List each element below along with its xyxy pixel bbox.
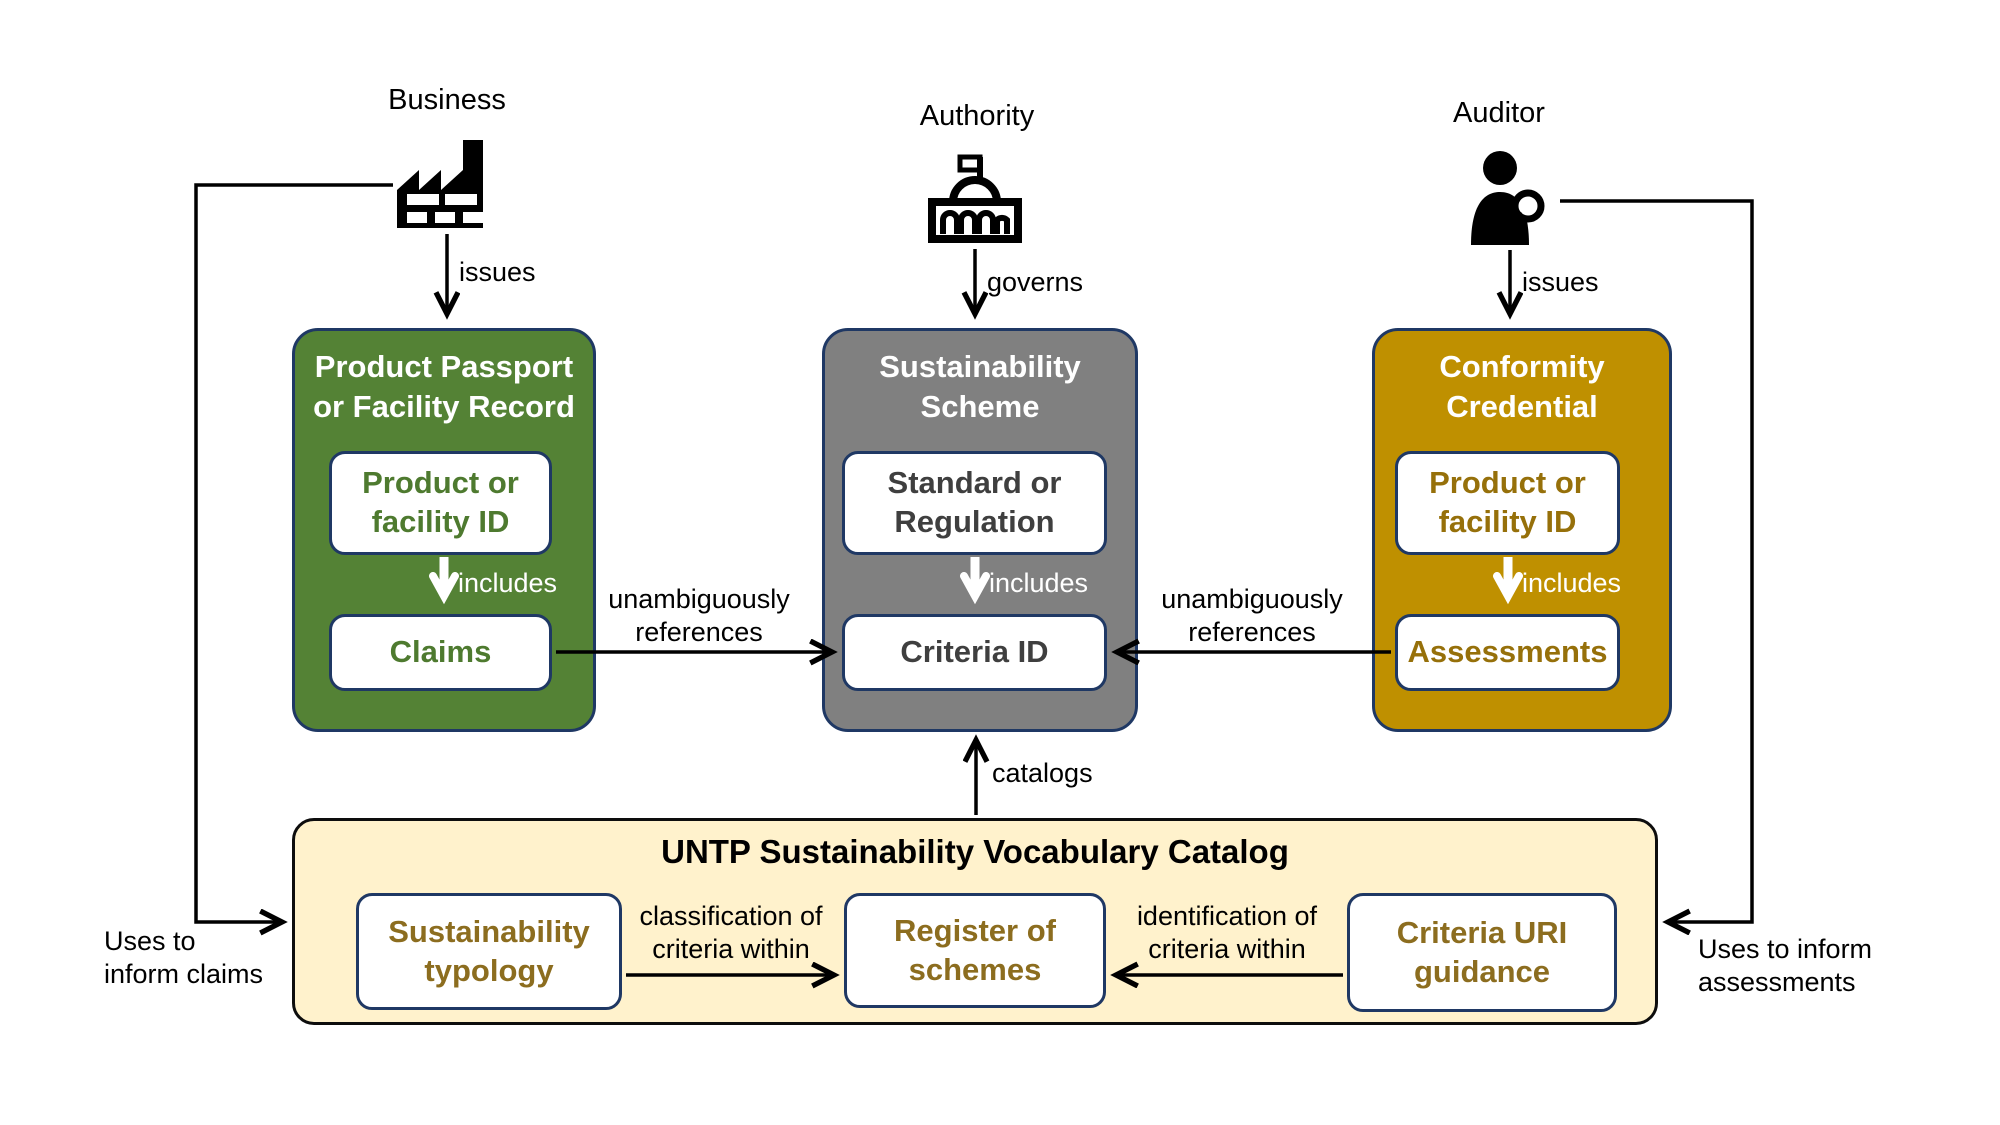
node-product-facility-id-passport: Product or facility ID <box>329 451 552 555</box>
edge-classification-label: classification of criteria within <box>639 901 823 964</box>
node-criteria-uri-guidance: Criteria URI guidance <box>1347 893 1617 1012</box>
government-icon <box>923 148 1027 246</box>
box-conformity-credential-title: Conformity Credential <box>1439 349 1605 425</box>
actor-authority-label: Authority <box>919 100 1035 132</box>
node-register-of-schemes: Register of schemes <box>844 893 1106 1008</box>
edge-uses-inform-assessments-label: Uses to inform assessments <box>1698 934 1873 997</box>
edge-authority-governs-label: governs <box>987 267 1084 297</box>
box-product-passport-title: Product Passport or Facility Record <box>313 349 575 425</box>
actor-auditor-label: Auditor <box>1453 97 1545 129</box>
actor-business-label: Business <box>388 84 506 116</box>
node-assessments: Assessments <box>1395 614 1620 691</box>
factory-icon <box>393 132 499 230</box>
edge-auditor-issues-label: issues <box>1522 267 1599 297</box>
node-standard-or-regulation: Standard or Regulation <box>842 451 1107 555</box>
edge-includes-scheme-label: includes <box>989 568 1089 598</box>
edge-includes-passport-label: includes <box>458 568 558 598</box>
node-claims: Claims <box>329 614 552 691</box>
box-sustainability-scheme-title: Sustainability Scheme <box>879 349 1081 425</box>
node-criteria-id: Criteria ID <box>842 614 1107 691</box>
edge-uses-inform-claims-label: Uses to inform claims <box>104 926 264 989</box>
node-sustainability-typology: Sustainability typology <box>356 893 622 1010</box>
edge-assessments-references-label: unambiguously references <box>1161 584 1343 647</box>
catalog-title: UNTP Sustainability Vocabulary Catalog <box>661 833 1289 870</box>
node-product-facility-id-credential: Product or facility ID <box>1395 451 1620 555</box>
edge-catalogs-label: catalogs <box>992 758 1093 788</box>
edge-claims-references-label: unambiguously references <box>608 584 790 647</box>
edge-identification-label: identification of criteria within <box>1136 901 1318 964</box>
auditor-magnifier-icon <box>1462 148 1562 248</box>
edge-includes-credential-label: includes <box>1522 568 1622 598</box>
edge-business-issues-label: issues <box>459 257 536 287</box>
